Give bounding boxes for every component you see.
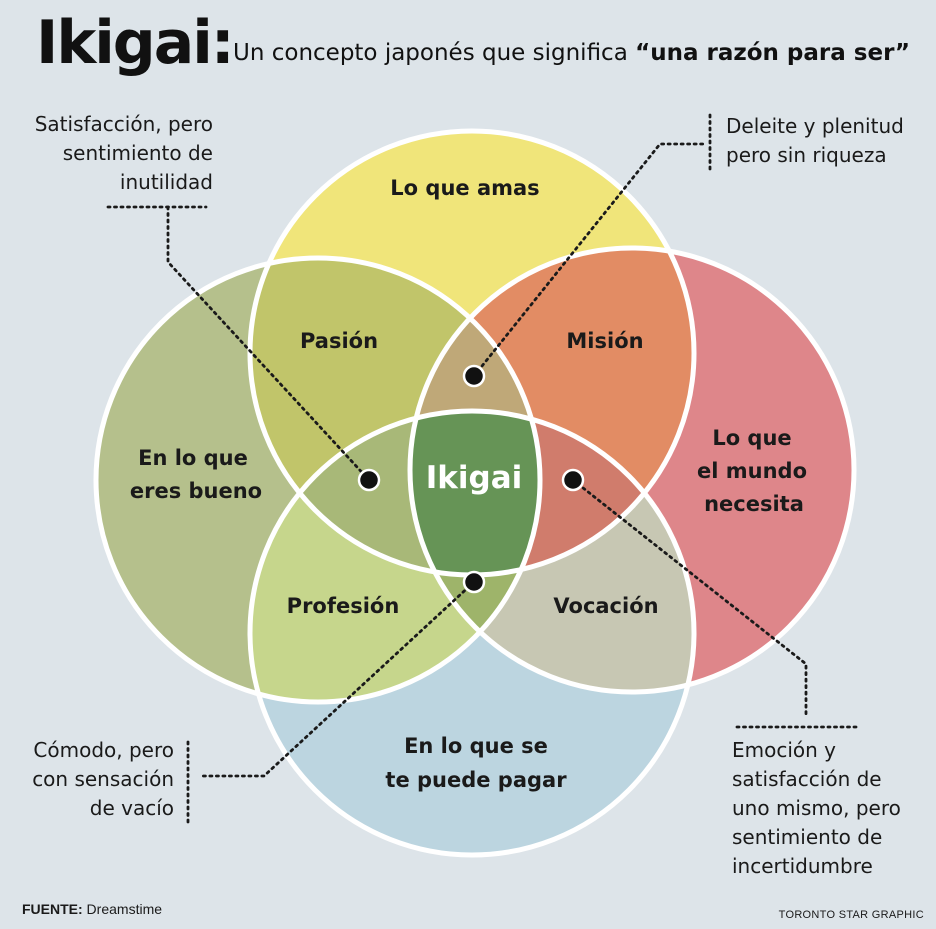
- overlap-mission: [410, 248, 694, 575]
- note-bottom-right: Emoción y satisfacción de uno mismo, per…: [732, 736, 901, 881]
- label-paid-2: te puede pagar: [385, 768, 567, 792]
- source-value: Dreamstime: [82, 901, 163, 917]
- leader-bottom-right: [571, 478, 808, 717]
- dot-left: [357, 468, 381, 492]
- label-world-3: necesita: [704, 492, 804, 516]
- subtitle-lead: Un concepto japonés que significa: [233, 40, 636, 66]
- dot-bottom: [462, 570, 486, 594]
- triple-love-world-paid: [410, 411, 694, 575]
- dot-right: [561, 468, 585, 492]
- subtitle-quote: “una razón para ser”: [635, 40, 910, 66]
- page-title: Ikigai:: [36, 8, 235, 78]
- leader-bottom-left: [200, 580, 476, 778]
- label-mission: Misión: [566, 329, 643, 353]
- note-top-right-line-2: pero sin riqueza: [726, 143, 887, 167]
- note-top-right: Deleite y plenitud pero sin riqueza: [726, 112, 904, 170]
- note-bottom-right-line-3: uno mismo, pero: [732, 796, 901, 820]
- note-bottom-right-line-4: sentimiento de: [732, 825, 883, 849]
- triple-love-good-paid: [250, 411, 540, 575]
- note-bottom-right-line-5: incertidumbre: [732, 854, 873, 878]
- label-profession: Profesión: [287, 594, 400, 618]
- leader-top-right: [472, 142, 708, 378]
- note-bottom-left: Cómodo, pero con sensación de vacío: [32, 736, 174, 823]
- label-passion: Pasión: [300, 329, 378, 353]
- label-center: Ikigai: [426, 460, 523, 496]
- leader-lines: [106, 113, 860, 824]
- note-bottom-right-line-2: satisfacción de: [732, 767, 882, 791]
- source-line: FUENTE: Dreamstime: [22, 901, 162, 917]
- page-subtitle: Un concepto japonés que significa “una r…: [233, 38, 910, 68]
- leader-top-left-path: [166, 205, 371, 482]
- label-love: Lo que amas: [390, 176, 539, 200]
- note-top-left: Satisfacción, pero sentimiento de inutil…: [35, 110, 213, 197]
- note-bottom-right-line-1: Emoción y: [732, 738, 837, 762]
- graphic-credit: TORONTO STAR GRAPHIC: [778, 909, 924, 921]
- dot-top: [462, 364, 486, 388]
- label-paid-1: En lo que se: [404, 734, 548, 758]
- label-good-1: En lo que: [138, 446, 248, 470]
- note-bottom-left-line-1: Cómodo, pero: [33, 738, 174, 762]
- note-top-left-line-3: inutilidad: [119, 170, 213, 194]
- label-world-1: Lo que: [712, 426, 791, 450]
- label-world-2: el mundo: [697, 459, 807, 483]
- note-bottom-left-line-2: con sensación: [32, 767, 174, 791]
- note-top-right-line-1: Deleite y plenitud: [726, 114, 904, 138]
- note-top-left-line-2: sentimiento de: [62, 141, 213, 165]
- source-label: FUENTE:: [22, 901, 83, 917]
- note-bottom-left-line-3: de vacío: [89, 796, 174, 820]
- label-vocation: Vocación: [553, 594, 658, 618]
- note-top-left-line-1: Satisfacción, pero: [34, 112, 213, 136]
- label-good-2: eres bueno: [130, 479, 262, 503]
- marker-dots: [357, 364, 585, 594]
